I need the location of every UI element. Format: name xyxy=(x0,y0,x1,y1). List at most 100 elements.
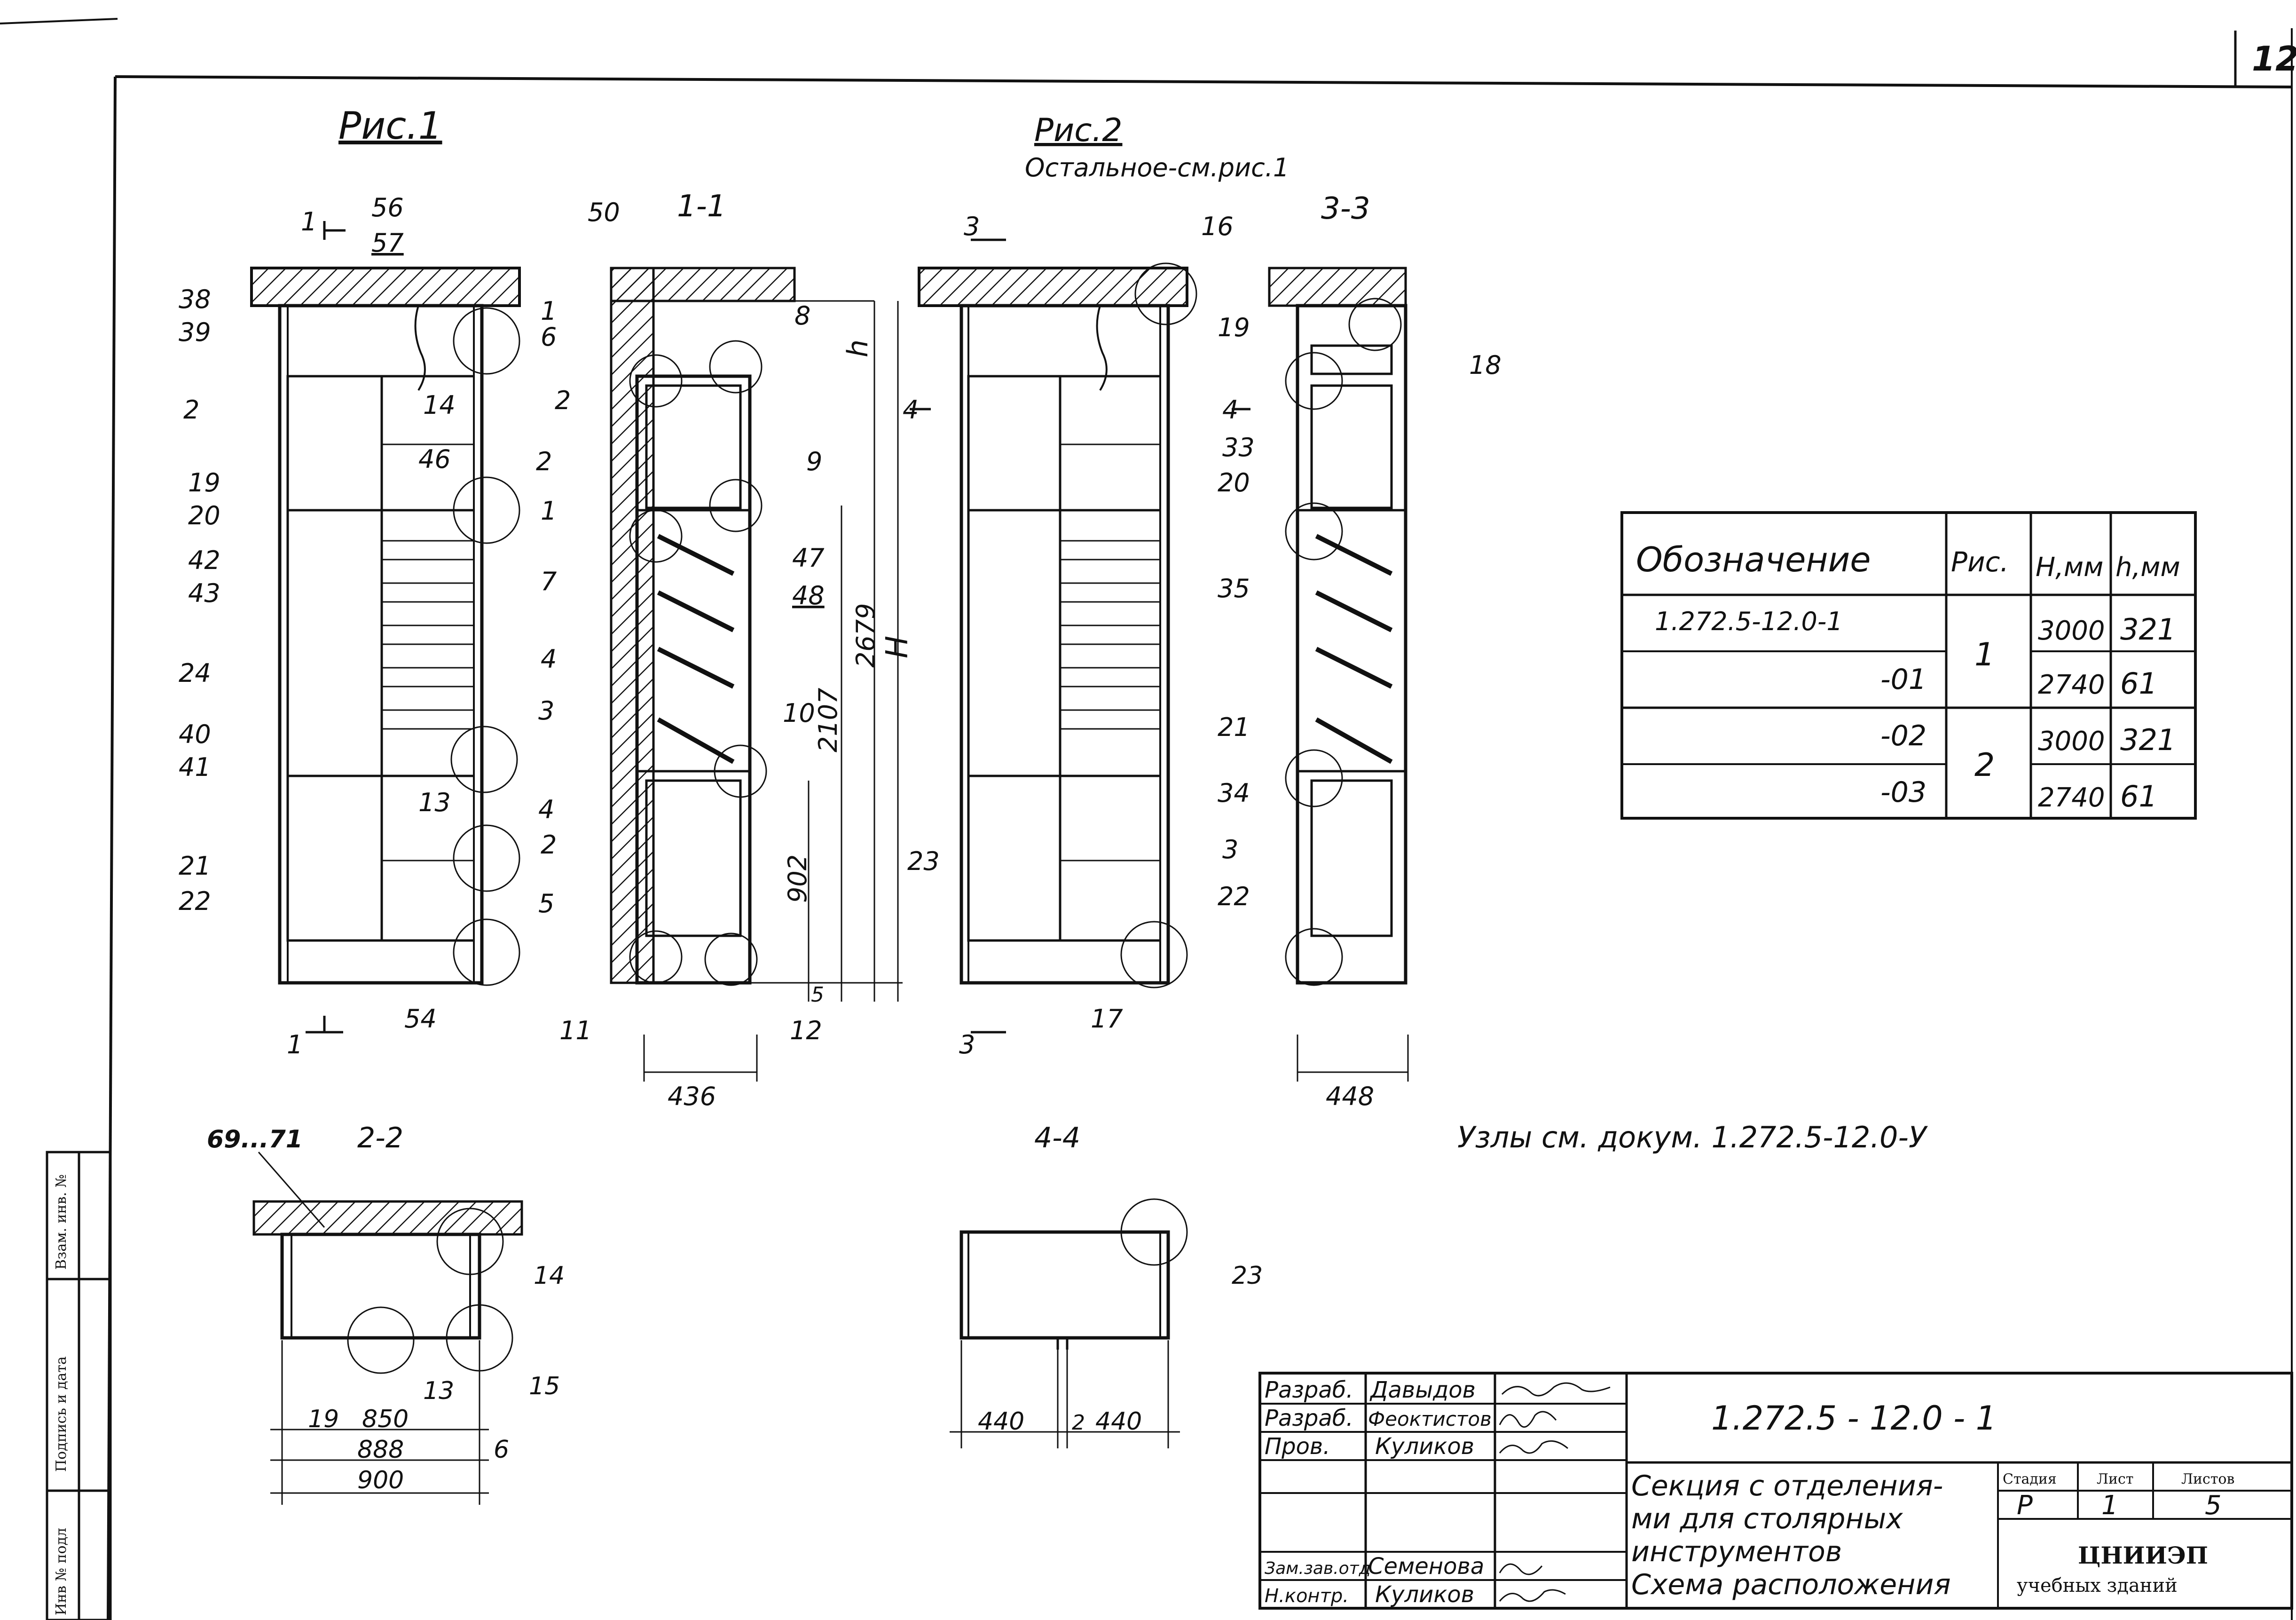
cut-2-right: 2 xyxy=(555,386,571,415)
dim-850: 850 xyxy=(362,1405,409,1433)
stamp-replace-label: Взам. инв. № xyxy=(53,1174,70,1270)
dim-H: H xyxy=(880,636,915,658)
s33-callout-20: 20 xyxy=(1218,468,1250,498)
title-block-people: Разраб. Разраб. Пров. Зам.зав.отд Н.конт… xyxy=(1265,1377,1492,1608)
table-fig-group-1: 1 xyxy=(1974,636,1995,673)
s11-callout-4: 4 xyxy=(541,644,557,674)
s33-callout-21: 21 xyxy=(1218,712,1250,742)
title-line-1: Секция с отделения- xyxy=(1631,1470,1943,1502)
fig1-cabinet xyxy=(250,221,521,1034)
stage-label: Стадия xyxy=(2003,1471,2057,1487)
callout-56: 56 xyxy=(371,193,404,222)
section-4-4-title: 4-4 xyxy=(1034,1122,1080,1154)
org-subtitle: учебных зданий xyxy=(2017,1575,2178,1596)
role-6: Зам.зав.отд xyxy=(1265,1559,1371,1578)
dim-19: 19 xyxy=(308,1405,339,1433)
sheet-label: Лист xyxy=(2097,1471,2133,1487)
role-7: Н.контр. xyxy=(1265,1585,1349,1607)
stamp-sign-label: Подпись и дата xyxy=(53,1356,70,1472)
s11-callout-50: 50 xyxy=(588,198,620,227)
table-row-3-H: 3000 xyxy=(2038,726,2105,757)
table-row-2-h: 61 xyxy=(2120,666,2157,701)
cut-3-top: 3 xyxy=(964,212,980,241)
table-row-1-designation: 1.272.5-12.0-1 xyxy=(1655,607,1843,636)
table-row-1-H: 3000 xyxy=(2038,616,2105,646)
callout-40: 40 xyxy=(179,719,211,749)
section-1-1-title: 1-1 xyxy=(677,189,726,224)
cut-2-left: 2 xyxy=(183,395,199,425)
callout-54: 54 xyxy=(404,1004,437,1034)
cut-1-top: 1 xyxy=(301,207,317,237)
s11-callout-11: 11 xyxy=(559,1016,592,1045)
dim-2107: 2107 xyxy=(813,688,843,752)
callout-38: 38 xyxy=(179,284,211,314)
s33-callout-33: 33 xyxy=(1222,433,1255,462)
s11-callout-1: 1 xyxy=(541,496,557,526)
dim-440-right: 440 xyxy=(1095,1407,1142,1436)
cut-1-bottom: 1 xyxy=(287,1030,303,1059)
callout-43: 43 xyxy=(188,578,220,608)
name-6: Семенова xyxy=(1368,1553,1484,1580)
page-number: 12 xyxy=(2252,39,2296,79)
cut-4-left: 4 xyxy=(903,395,919,425)
dim-5: 5 xyxy=(811,983,824,1007)
dim-h: h xyxy=(841,340,874,357)
nodes-note: Узлы см. докум. 1.272.5-12.0-У xyxy=(1457,1120,1928,1154)
dim-436: 436 xyxy=(668,1082,716,1111)
s33-callout-18: 18 xyxy=(1469,350,1502,380)
s33-callout-3: 3 xyxy=(1222,835,1238,864)
callout-14: 14 xyxy=(423,390,456,420)
table-row-3-h: 321 xyxy=(2120,723,2176,757)
callout-4: 4 xyxy=(538,795,554,824)
callout-24: 24 xyxy=(179,658,211,688)
fig2-cabinet xyxy=(910,238,1250,1034)
fig1-title: Рис.1 xyxy=(338,104,442,148)
s11-callout-47: 47 xyxy=(792,543,825,573)
name-7: Куликов xyxy=(1375,1581,1474,1608)
table-row-2-H: 2740 xyxy=(2038,670,2105,700)
section-2-2-title: 2-2 xyxy=(357,1122,403,1154)
fig2-callout-23: 23 xyxy=(907,846,940,876)
title-line-3: инструментов xyxy=(1631,1535,1842,1568)
callout-46: 46 xyxy=(418,444,451,474)
fig1-callouts: 1 1 2 2 56 57 38 39 1 2 14 46 19 20 42 4… xyxy=(179,193,571,1059)
section-1-1-callouts: 50 6 8 9 1 7 47 48 4 10 2 11 12 436 h H … xyxy=(541,198,915,1111)
s33-callout-19: 19 xyxy=(1218,313,1250,342)
dim-440-left: 440 xyxy=(978,1407,1024,1436)
table-row-4-designation: -03 xyxy=(1880,776,1926,809)
table-text: Обозначение Рис. H,мм h,мм 1.272.5-12.0-… xyxy=(1636,540,2180,814)
s11-callout-8: 8 xyxy=(794,301,810,331)
s22-callout-69-71: 69...71 xyxy=(207,1125,303,1154)
table-fig-group-2: 2 xyxy=(1974,747,1995,784)
section-3-3-callouts: 19 18 33 20 35 21 34 3 22 448 xyxy=(1218,313,1502,1111)
s11-callout-2: 2 xyxy=(541,830,557,860)
section-4-4-callouts: 23 440 2 440 xyxy=(978,1262,1263,1436)
role-3: Пров. xyxy=(1265,1433,1330,1460)
s11-callout-10: 10 xyxy=(783,698,815,728)
side-stamp: Взам. инв. № Подпись и дата Инв № подл xyxy=(46,1151,112,1620)
s11-callout-6: 6 xyxy=(541,322,557,352)
sheet-value: 1 xyxy=(2101,1490,2118,1521)
s11-callout-7: 7 xyxy=(541,567,557,596)
fig2-callout-16: 16 xyxy=(1201,212,1234,241)
dim-900: 900 xyxy=(357,1466,404,1494)
s44-callout-23: 23 xyxy=(1232,1262,1263,1290)
name-3: Куликов xyxy=(1375,1433,1474,1460)
fig2-subtitle: Остальное-см.рис.1 xyxy=(1025,153,1289,182)
section-4-4-drawing xyxy=(950,1198,1188,1448)
s11-callout-48: 48 xyxy=(792,581,825,610)
title-block-code: 1.272.5 - 12.0 - 1 xyxy=(1711,1399,1997,1438)
callout-41: 41 xyxy=(179,752,211,782)
name-2: Феоктистов xyxy=(1368,1407,1492,1430)
s33-callout-35: 35 xyxy=(1218,574,1250,603)
callout-1: 1 xyxy=(541,296,557,326)
table-header-H: H,мм xyxy=(2036,552,2103,583)
s22-callout-15: 15 xyxy=(529,1372,560,1400)
role-1: Разраб. xyxy=(1265,1377,1353,1403)
stage-value: Р xyxy=(2017,1490,2033,1521)
name-1: Давыдов xyxy=(1369,1377,1476,1403)
table-row-3-designation: -02 xyxy=(1880,719,1926,752)
cut-3-bottom: 3 xyxy=(959,1030,975,1059)
dim-888: 888 xyxy=(357,1436,404,1464)
